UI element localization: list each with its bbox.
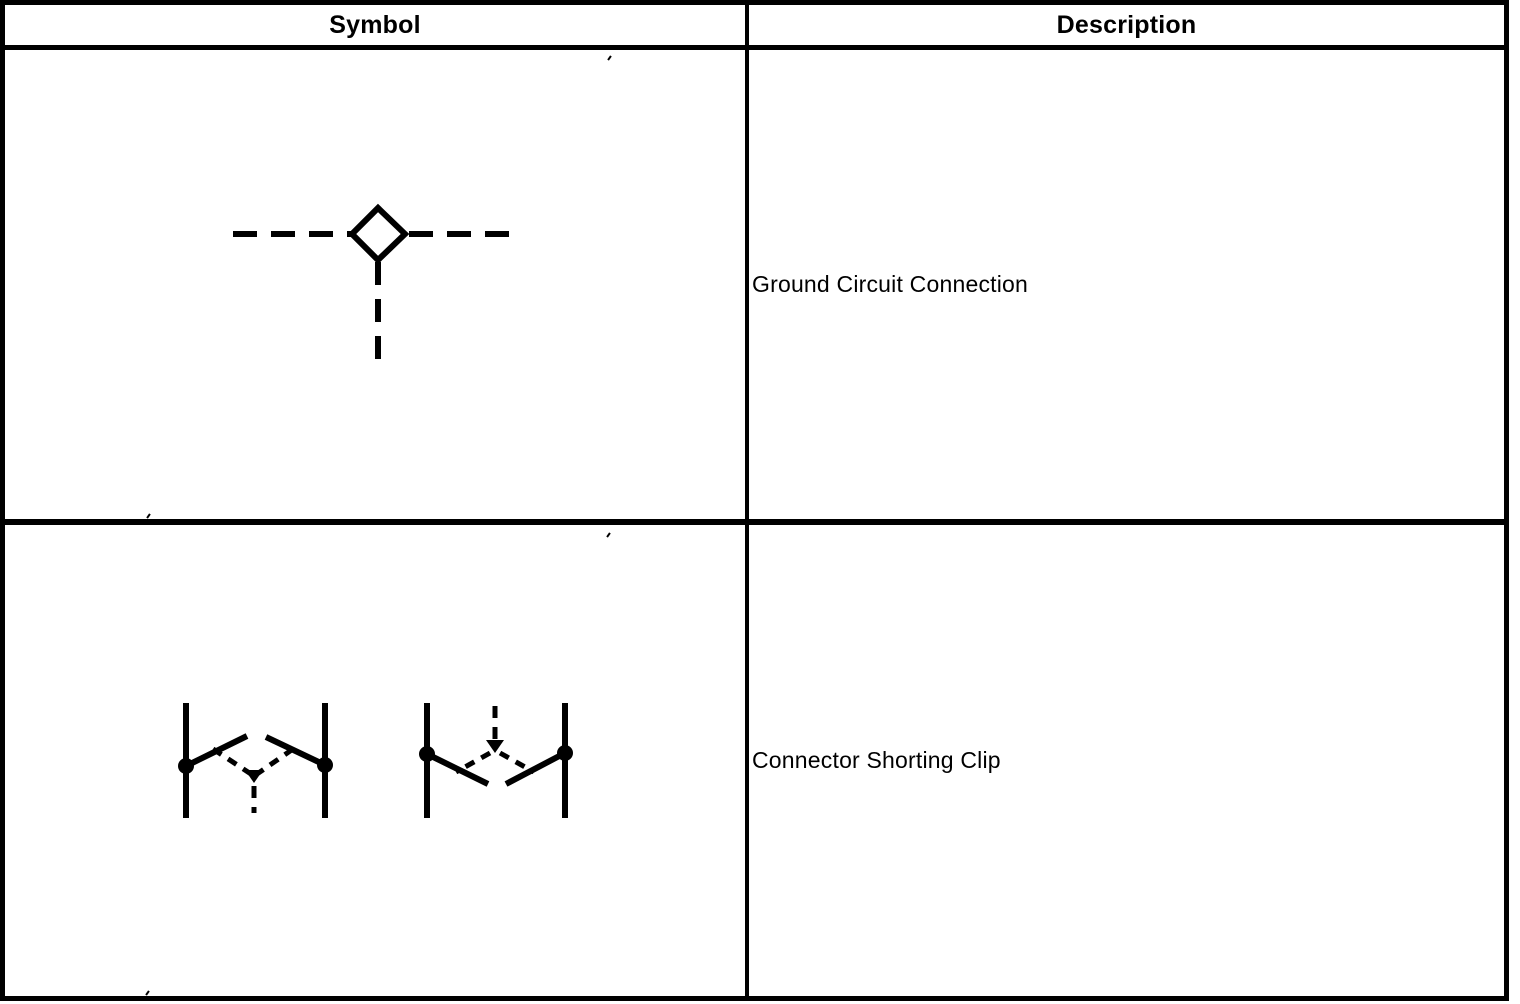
description-cell-row1: Ground Circuit Connection [749, 50, 1504, 525]
description-cell-row2: Connector Shorting Clip [749, 525, 1504, 996]
column-header-description: Description [749, 5, 1504, 50]
shorting-clip-closed-glyph [178, 703, 333, 818]
description-text-ground-circuit: Ground Circuit Connection [752, 271, 1029, 297]
connector-shorting-clip-icon [178, 703, 573, 818]
column-header-symbol: Symbol [5, 5, 749, 50]
description-text-connector-shorting-clip: Connector Shorting Clip [752, 747, 1001, 773]
symbol-cell-row1 [5, 50, 749, 525]
symbol-cell-row2 [5, 525, 749, 996]
shorting-clip-open-glyph [419, 703, 573, 818]
ground-circuit-connection-icon [233, 203, 517, 361]
